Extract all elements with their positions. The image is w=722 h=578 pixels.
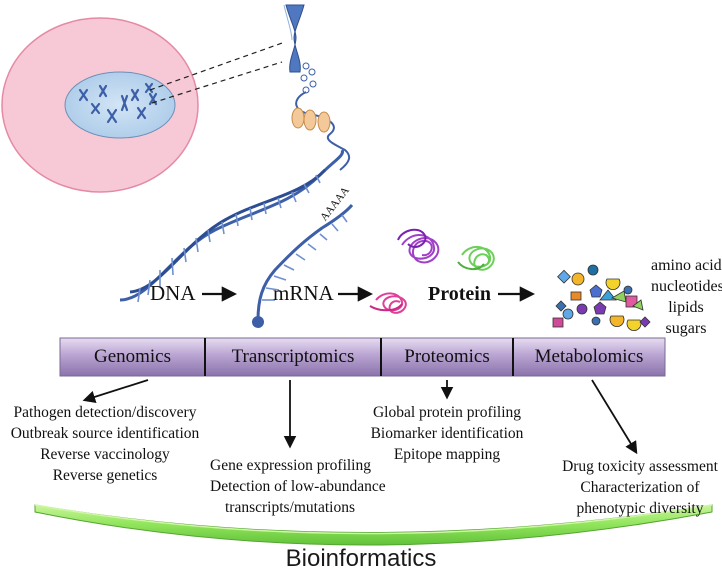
application-item: Gene expression profiling — [210, 457, 371, 474]
band-metabolomics: Metabolomics — [534, 346, 644, 367]
mrna-label: mRNA — [273, 281, 334, 305]
nucleosome — [291, 107, 305, 129]
application-item: Drug toxicity assessment — [562, 458, 718, 475]
application-arrows — [82, 379, 638, 455]
application-item: Reverse vaccinology — [40, 446, 170, 463]
bioinformatics-base — [34, 504, 713, 546]
application-item: Global protein profiling — [372, 404, 522, 421]
cell-illustration — [1, 17, 286, 193]
application-item: Detection of low-abundance — [210, 478, 386, 495]
transcriptomics-applications: Gene expression profiling Detection of l… — [210, 455, 386, 518]
application-item: Pathogen detection/discovery — [13, 404, 197, 421]
application-item: Epitope mapping — [393, 446, 501, 463]
application-item: Reverse genetics — [52, 467, 158, 484]
protein-illustration — [369, 228, 495, 314]
omics-band — [59, 337, 666, 377]
metabolite-sugars: sugars — [665, 320, 707, 337]
proteomics-applications: Global protein profiling Biomarker ident… — [362, 402, 532, 465]
band-proteomics: Proteomics — [404, 346, 490, 367]
application-item: phenotypic diversity — [576, 500, 704, 517]
dna-label: DNA — [150, 281, 196, 305]
mrna-strand — [252, 204, 354, 328]
protein-label: Protein — [428, 283, 491, 305]
nucleosome — [303, 109, 317, 131]
metabolomics-applications: Drug toxicity assessment Characterizatio… — [560, 456, 720, 519]
application-item: Biomarker identification — [370, 425, 524, 442]
application-item: Outbreak source identification — [10, 425, 200, 442]
chromosomes — [78, 82, 158, 124]
metabolite-nucleotides: nucleotides — [651, 278, 722, 295]
metabolite-labels: amino acids nucleotides lipids sugars — [651, 255, 722, 339]
band-genomics: Genomics — [93, 346, 172, 367]
mrna-cap — [252, 316, 264, 328]
bioinformatics-label: Bioinformatics — [285, 545, 437, 572]
application-item: transcripts/mutations — [224, 499, 355, 516]
chromosome-illustration — [283, 4, 351, 171]
zoom-line-top — [149, 41, 286, 91]
metabolite-amino-acids: amino acids — [651, 257, 722, 274]
band-transcriptomics: Transcriptomics — [231, 346, 355, 367]
metabolites — [552, 264, 651, 332]
metabolite-lipids: lipids — [668, 299, 704, 316]
nucleus — [64, 71, 176, 139]
application-item: Characterization of — [580, 479, 700, 496]
genomics-applications: Pathogen detection/discovery Outbreak so… — [0, 402, 210, 486]
zoom-line-bottom — [151, 61, 283, 104]
dna-helix — [119, 149, 344, 303]
nucleosome — [317, 111, 331, 133]
